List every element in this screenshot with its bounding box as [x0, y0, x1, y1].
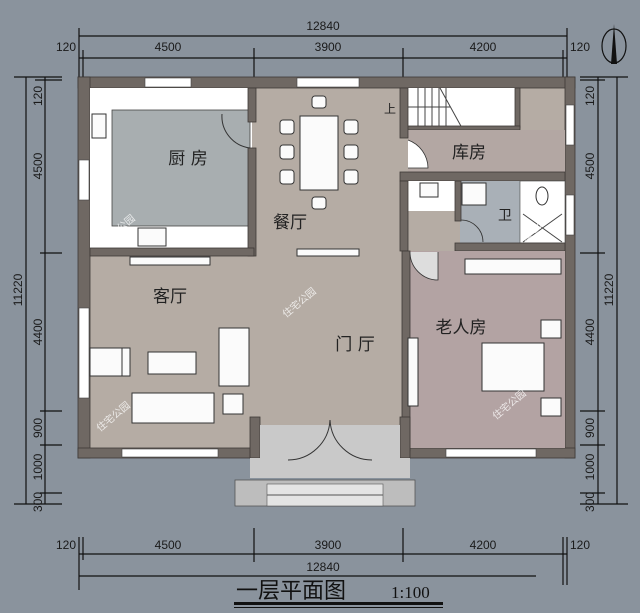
- entrance-door-icon[interactable]: [287, 419, 373, 461]
- room-label-elder-bedroom: 老人房: [436, 318, 487, 338]
- dim-bottom-edge-right: 120: [570, 538, 590, 552]
- dim-top-seg-3: 4200: [470, 40, 497, 54]
- dim-bottom-seg-2: 3900: [315, 538, 342, 552]
- dim-top-seg-2: 3900: [315, 40, 342, 54]
- top-dimensions: 12840 120 4500 3900 4200 120: [56, 19, 590, 80]
- title-underline-thin: [234, 607, 443, 608]
- tv-cabinet: [129, 256, 211, 266]
- north-arrow-icon: [601, 24, 627, 64]
- dim-left-seg-3: 4400: [31, 318, 45, 345]
- dim-bottom-seg-3: 4200: [470, 538, 497, 552]
- entrance-steps: [234, 479, 416, 507]
- room-label-storage: 库房: [452, 143, 486, 163]
- dim-right-total: 11220: [602, 273, 616, 306]
- stair-up-label: 上: [384, 102, 396, 116]
- dining-table-icon: [279, 95, 359, 210]
- room-label-foyer: 门 厅: [335, 335, 374, 355]
- dim-bottom-total: 12840: [306, 560, 340, 574]
- dim-right-seg-1: 120: [583, 86, 597, 106]
- dim-right-seg-4: 900: [583, 418, 597, 438]
- room-label-kitchen: 厨 房: [168, 149, 207, 169]
- dim-left-seg-6: 300: [31, 492, 45, 512]
- dim-left-seg-5: 1000: [31, 453, 45, 480]
- dim-top-total: 12840: [306, 19, 340, 33]
- stove-icon: [91, 113, 107, 139]
- nightstand-icon: [540, 397, 562, 417]
- drawing-scale: 1:100: [391, 583, 430, 602]
- right-dimensions: 120 4500 11220 4400 900 1000 300: [580, 76, 628, 512]
- room-label-living: 客厅: [153, 287, 187, 307]
- dim-right-seg-3: 4400: [583, 318, 597, 345]
- shower-icon: [522, 213, 563, 243]
- dim-left-seg-4: 900: [31, 418, 45, 438]
- nightstand-icon: [540, 319, 562, 339]
- toilet-icon: [535, 186, 549, 206]
- dim-left-seg-2: 4500: [31, 152, 45, 179]
- dim-right-seg-2: 4500: [583, 152, 597, 179]
- sink-icon: [137, 227, 167, 247]
- staircase-icon: [402, 87, 521, 131]
- building: [77, 76, 576, 507]
- wardrobe-icon: [464, 258, 562, 275]
- left-dimensions: 120 4500 11220 4400 900 1000 300: [11, 76, 62, 512]
- dim-top-edge-right: 120: [570, 40, 590, 54]
- bed-icon: [481, 342, 545, 392]
- dim-right-seg-5: 1000: [583, 453, 597, 480]
- dim-top-edge-left: 120: [56, 40, 76, 54]
- room-label-dining: 餐厅: [273, 213, 307, 233]
- dim-bottom-seg-1: 4500: [155, 538, 182, 552]
- dim-left-seg-1: 120: [31, 86, 45, 106]
- sofa-set-icon: [89, 327, 250, 424]
- washing-machine-icon: [461, 182, 487, 206]
- room-label-bathroom: 卫: [498, 208, 512, 224]
- drawing-title: 一层平面图: [236, 579, 346, 604]
- kitchen-door-icon: [221, 113, 251, 149]
- dim-left-total: 11220: [11, 273, 25, 306]
- washbasin-icon: [419, 182, 439, 198]
- dim-bottom-edge-left: 120: [56, 538, 76, 552]
- bottom-dimensions: 120 4500 3900 4200 120 12840: [56, 528, 590, 590]
- title-underline: [234, 602, 443, 605]
- dim-top-seg-1: 4500: [155, 40, 182, 54]
- dim-right-seg-6: 300: [583, 492, 597, 512]
